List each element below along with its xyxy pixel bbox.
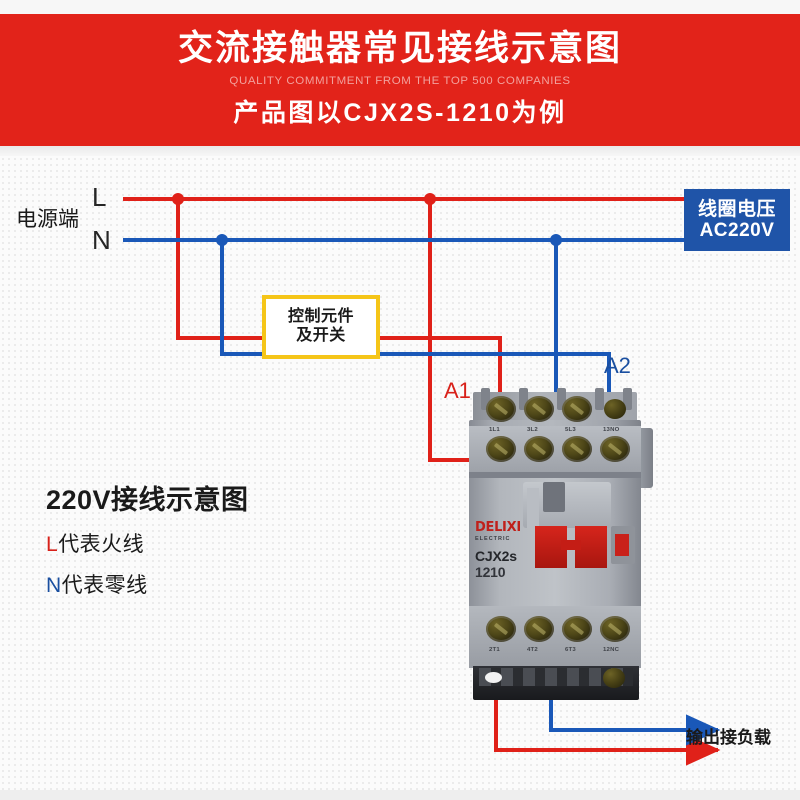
legend-row-neutral: N代表零线: [46, 569, 249, 599]
device-base-rail: [479, 668, 633, 686]
device-mount-hole: [485, 672, 502, 683]
banner-top-edge: [0, 0, 800, 14]
terminal-code-4t2: 4T2: [527, 647, 538, 653]
device-fin: [557, 388, 566, 410]
banner-title: 交流接触器常见接线示意图: [177, 29, 622, 69]
brand-sub: ELECTRIC: [475, 536, 511, 542]
device-yoke-slot: [543, 482, 565, 512]
legend: 220V接线示意图 L代表火线 N代表零线: [46, 478, 249, 599]
terminal-a1-label: A1: [444, 378, 471, 403]
terminal-screw-row2-3[interactable]: [562, 436, 592, 462]
device-yoke-rib: [527, 488, 539, 528]
banner-bottom-edge: [0, 146, 800, 156]
terminal-code-12nc: 12NC: [603, 647, 620, 653]
device-indicator-chip: [615, 534, 629, 556]
legend-key-N: N: [46, 574, 62, 597]
terminal-screw-base[interactable]: [603, 668, 625, 688]
terminal-screw-bottom-2[interactable]: [524, 616, 554, 642]
line-N-label: N: [92, 225, 111, 255]
terminal-screw-row2-2[interactable]: [524, 436, 554, 462]
device-fin: [595, 388, 604, 410]
terminal-code-6t3: 6T3: [565, 647, 576, 653]
device-divider-band: [469, 472, 641, 478]
coil-voltage-title: 线圈电压: [697, 198, 776, 220]
device-model-line2: 1210: [475, 564, 506, 580]
diagram-canvas: [0, 156, 800, 790]
legend-title: 220V接线示意图: [46, 485, 249, 515]
contactor-device: 1L1 3L2 5L3 13NO DELIXI ELECTRIC CJX2s 1…: [461, 388, 661, 703]
terminal-screw-bottom-1[interactable]: [486, 616, 516, 642]
brand-block: DELIXI ELECTRIC CJX2s 1210: [475, 520, 545, 580]
legend-row-live: L代表火线: [46, 528, 249, 558]
coil-voltage-value: AC220V: [699, 220, 775, 241]
banner-model-line: 产品图以CJX2S-1210为例: [233, 98, 567, 127]
terminal-code-3l2: 3L2: [527, 427, 538, 433]
terminal-code-13no: 13NO: [603, 427, 620, 433]
banner-subtitle: QUALITY COMMITMENT FROM THE TOP 500 COMP…: [229, 75, 571, 87]
legend-key-L: L: [46, 533, 59, 556]
header-banner: 交流接触器常见接线示意图 QUALITY COMMITMENT FROM THE…: [0, 14, 800, 146]
terminal-screw-bottom-4[interactable]: [600, 616, 630, 642]
device-fin: [481, 388, 490, 410]
terminal-screw-row2-1[interactable]: [486, 436, 516, 462]
terminal-code-1l1: 1L1: [489, 427, 500, 433]
control-element-box: 控制元件 及开关: [262, 295, 380, 359]
device-fin: [519, 388, 528, 410]
terminal-screw-bottom-3[interactable]: [562, 616, 592, 642]
device-side-tab: [637, 428, 653, 488]
line-L-label: L: [92, 182, 107, 212]
legend-text-N: 代表零线: [61, 574, 148, 597]
legend-text-L: 代表火线: [58, 533, 145, 556]
terminal-screw-row2-4[interactable]: [600, 436, 630, 462]
device-lower-yoke: [523, 568, 615, 602]
output-load-label: 输出接负载: [686, 728, 771, 747]
coil-voltage-box: 线圈电压 AC220V: [684, 189, 790, 251]
device-actuator-bridge: [561, 540, 581, 550]
brand-name: DELIXI: [475, 520, 521, 535]
terminal-screw-top-4[interactable]: [604, 399, 626, 419]
terminal-a2-label: A2: [604, 353, 631, 378]
power-source-label: 电源端: [16, 208, 79, 231]
terminal-code-5l3: 5L3: [565, 427, 576, 433]
terminal-code-2t1: 2T1: [489, 647, 500, 653]
terminal-screw-top-2[interactable]: [524, 396, 554, 422]
control-element-line2: 及开关: [296, 327, 346, 344]
terminal-screw-top-1[interactable]: [486, 396, 516, 422]
control-element-line1: 控制元件: [287, 308, 354, 326]
canvas-bottom-edge: [0, 790, 800, 800]
terminal-screw-top-3[interactable]: [562, 396, 592, 422]
device-model-line1: CJX2s: [475, 548, 517, 564]
device-fin: [623, 388, 632, 410]
